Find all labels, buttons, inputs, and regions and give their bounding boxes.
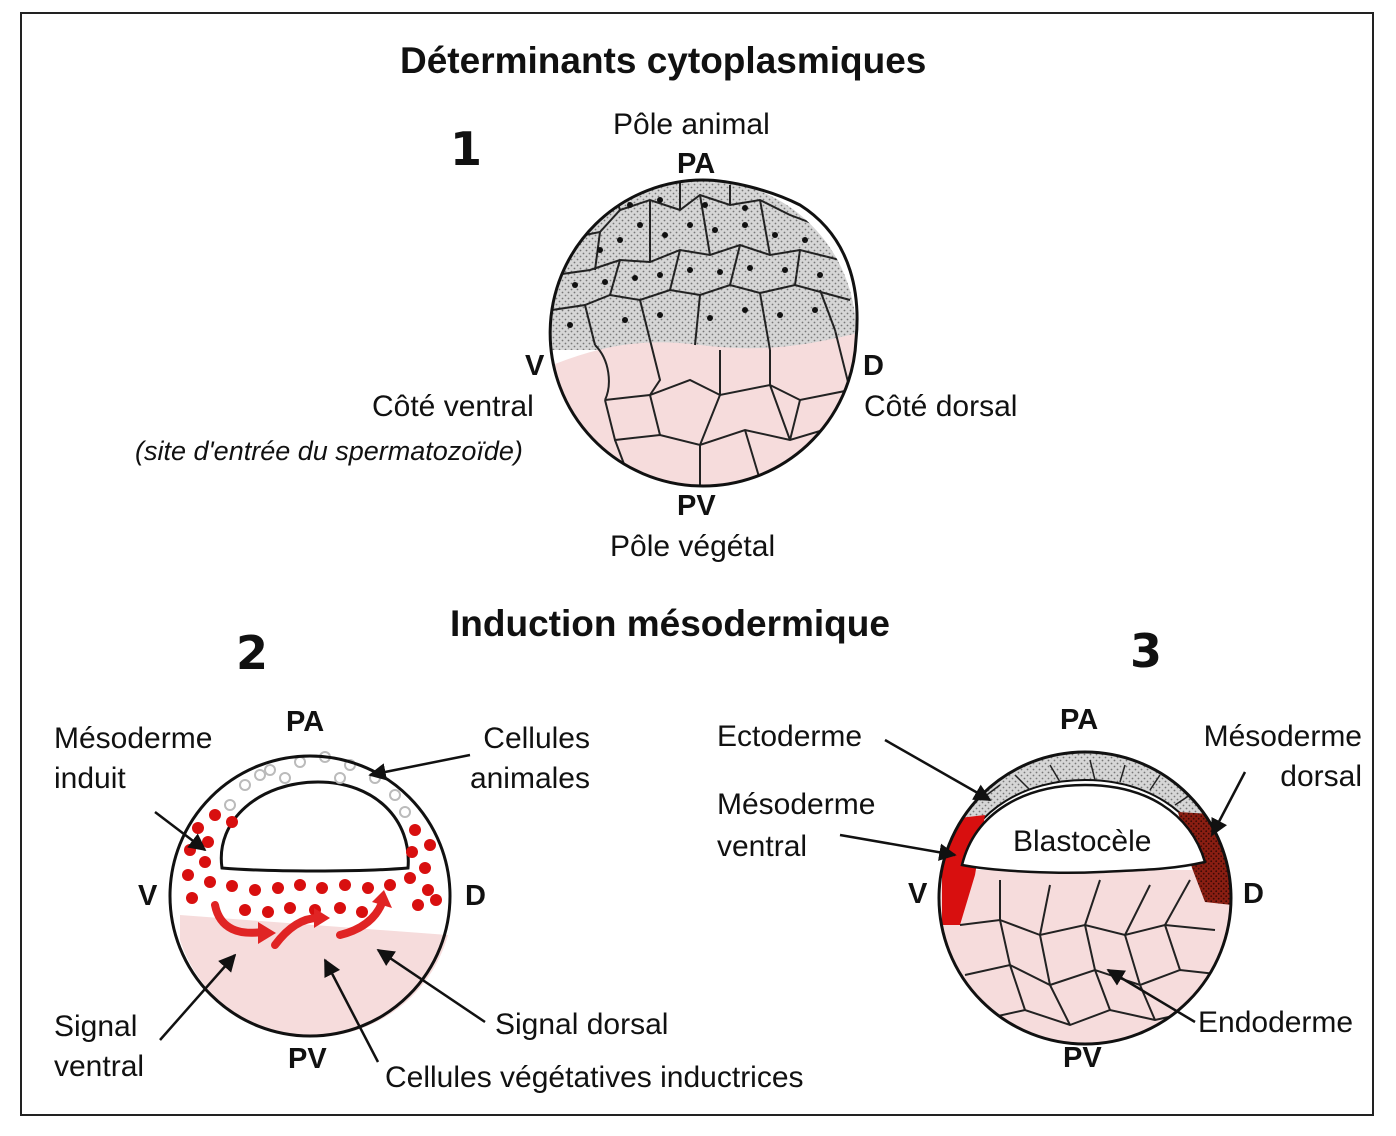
label-dorsal-mesoderm-1: Mésoderme <box>1203 720 1362 753</box>
label-ectoderm: Ectoderme <box>717 720 863 753</box>
label-ventral-mesoderm-1: Mésoderme <box>717 788 876 821</box>
label-blastocoel: Blastocèle <box>1013 825 1152 858</box>
label-v-3: V <box>908 878 928 910</box>
embryo-3 <box>937 750 1233 1046</box>
pointer-dorsal-signal <box>376 948 486 1024</box>
label-pv-1: PV <box>677 490 716 522</box>
pointer-induced-mesoderm <box>154 811 207 852</box>
label-d-3: D <box>1243 878 1264 910</box>
endoderm-cell-walls <box>959 879 1226 1027</box>
induced-mesoderm-dots <box>182 809 442 918</box>
panel-number-1: 1 <box>450 122 483 176</box>
label-pa-3: PA <box>1060 704 1099 736</box>
pointer-ventral-signal <box>159 953 237 1041</box>
pointer-animal-cells <box>368 753 471 781</box>
signal-arrowheads <box>258 890 392 944</box>
label-pv-2: PV <box>288 1043 327 1075</box>
embryo-1 <box>548 178 859 488</box>
label-pv-3: PV <box>1063 1042 1102 1074</box>
pigment-dots <box>567 197 823 328</box>
label-v-1: V <box>525 350 545 382</box>
egg-2-outline <box>168 754 452 1038</box>
embryo-2 <box>168 751 452 1038</box>
label-pa-1: PA <box>677 148 716 180</box>
blastocoel-3 <box>960 783 1207 874</box>
label-ventral-side: Côté ventral <box>372 390 534 423</box>
label-v-2: V <box>138 880 158 912</box>
blastocoel-2 <box>219 780 410 873</box>
panel-number-3: 3 <box>1130 624 1163 678</box>
inducing-vegetal-zone <box>180 915 448 1038</box>
pointer-lines <box>154 738 1247 1063</box>
label-d-2: D <box>465 880 486 912</box>
label-ventral-signal-1: Signal <box>54 1010 138 1043</box>
label-endoderm: Endoderme <box>1198 1006 1354 1039</box>
label-vegetal-pole: Pôle végétal <box>610 530 776 563</box>
pointer-endoderm <box>1106 968 1196 1024</box>
pointer-inducing-cells <box>323 958 380 1063</box>
label-inducing-vegetal-cells: Cellules végétatives inductrices <box>385 1061 804 1094</box>
vegetal-hemisphere <box>550 330 856 486</box>
label-induced-mesoderm-2: induit <box>54 762 126 795</box>
pointer-dorsal-mesoderm <box>1210 771 1247 837</box>
title-mesoderm-induction: Induction mésodermique <box>450 603 890 644</box>
label-sperm-entry: (site d'entrée du spermatozoïde) <box>135 436 523 466</box>
label-pa-2: PA <box>286 706 325 738</box>
pointer-ventral-mesoderm <box>839 833 957 861</box>
panel-number-2: 2 <box>236 626 269 680</box>
label-animal-pole: Pôle animal <box>613 108 770 141</box>
label-induced-mesoderm-1: Mésoderme <box>54 722 213 755</box>
egg-3-outline <box>937 750 1233 1046</box>
label-animal-cells-2: animales <box>469 762 590 795</box>
label-dorsal-signal: Signal dorsal <box>495 1008 669 1041</box>
label-ventral-signal-2: ventral <box>54 1050 145 1083</box>
egg-1-outline <box>548 178 859 488</box>
label-ventral-mesoderm-2: ventral <box>717 830 808 863</box>
pointer-ectoderm <box>884 738 992 802</box>
figure-frame <box>20 12 1374 1116</box>
label-dorsal-mesoderm-2: dorsal <box>1280 760 1362 793</box>
title-cytoplasmic-determinants: Déterminants cytoplasmiques <box>400 40 927 81</box>
label-dorsal-side: Côté dorsal <box>864 390 1018 423</box>
label-animal-cells-1: Cellules <box>483 722 590 755</box>
label-d-1: D <box>863 350 884 382</box>
